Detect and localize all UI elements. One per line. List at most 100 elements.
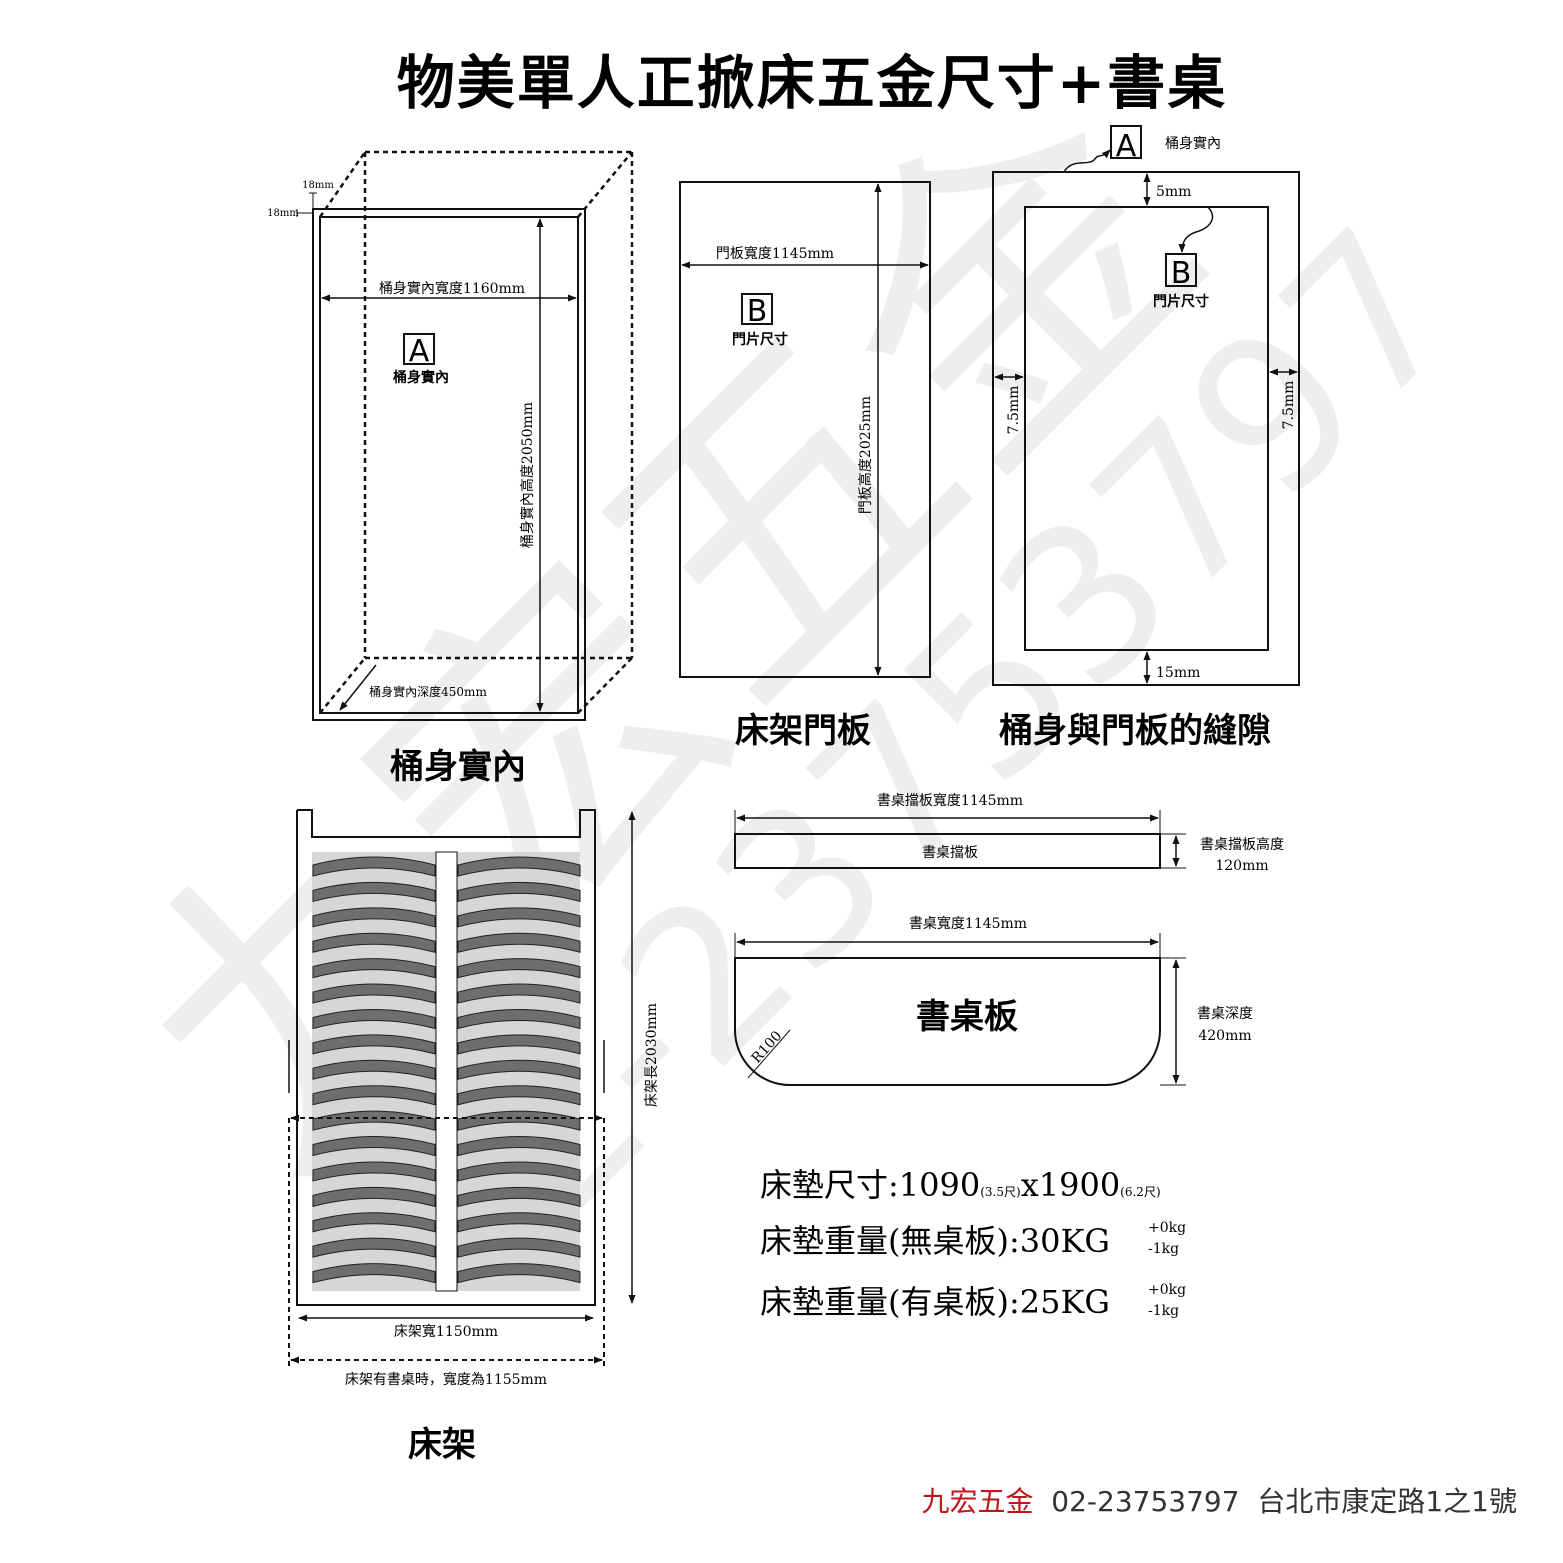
spec-size-b-note: (6.2尺)	[1120, 1185, 1160, 1199]
slat-right	[457, 881, 581, 903]
slat-left	[312, 958, 436, 979]
slat-left	[312, 1034, 436, 1055]
cabinet-dim-18-top: 18mm	[302, 180, 334, 191]
cabinet-inner	[319, 216, 579, 714]
cabinet-box-text: 桶身實內	[393, 369, 449, 386]
slat-left	[312, 1136, 436, 1157]
desk-board-drawing	[734, 933, 1186, 1086]
slat-left	[312, 1161, 436, 1182]
desk-panel-name: 書桌擋板	[922, 845, 978, 861]
slat-right	[457, 1085, 581, 1106]
door-height-label: 門板高度2025mm	[857, 396, 874, 514]
gap-outer	[992, 171, 1300, 686]
gap-a-letter: A	[1116, 129, 1137, 164]
slat-left	[312, 1059, 436, 1080]
slat-right	[457, 1212, 581, 1233]
slat-left	[312, 983, 436, 1004]
gap-a-text: 桶身實內	[1165, 135, 1221, 152]
footer-address: 台北市康定路1之1號	[1257, 1485, 1517, 1518]
slat-right	[457, 907, 581, 928]
slat-right	[457, 1059, 581, 1080]
slat-right	[457, 1008, 581, 1030]
gap-b-letter: B	[1171, 256, 1192, 291]
slat-left	[312, 856, 436, 877]
spec-weight2: 床墊重量(有桌板):25KG	[760, 1283, 1110, 1321]
cabinet-caption: 桶身實內	[390, 747, 526, 787]
cabinet-depth-lines	[318, 150, 634, 714]
desk-panel-width-label: 書桌擋板寬度1145mm	[877, 792, 1023, 809]
slat-left	[312, 881, 436, 903]
slat-right	[457, 983, 581, 1004]
desk-panel-height-value: 120mm	[1215, 858, 1268, 874]
frame-center-rail	[435, 851, 458, 1292]
slat-right	[457, 958, 581, 979]
spec-weight1: 床墊重量(無桌板):30KG	[760, 1222, 1110, 1260]
spec-size-a: 1090	[899, 1166, 980, 1204]
slat-left	[312, 1263, 436, 1284]
gap-drawing	[992, 125, 1300, 686]
slat-right	[457, 1186, 581, 1207]
spec-weight1-value: 30KG	[1020, 1222, 1110, 1260]
cabinet-width-label: 桶身實內寬度1160mm	[379, 280, 525, 297]
cabinet-box-letter: A	[409, 334, 430, 369]
gap-top-label: 5mm	[1156, 184, 1191, 200]
cabinet-depth-label: 桶身實內深度450mm	[369, 684, 487, 699]
frame-caption: 床架	[408, 1425, 476, 1465]
slat-left	[312, 1212, 436, 1233]
gap-caption: 桶身與門板的縫隙	[999, 711, 1271, 751]
door-width-label: 門板寬度1145mm	[716, 245, 834, 262]
slat-right	[457, 1237, 581, 1258]
door-caption: 床架門板	[735, 711, 871, 751]
watermark: 九宏五金 02-23753797	[64, 30, 1504, 1355]
spec-weight1-tol-minus: -1kg	[1148, 1241, 1179, 1257]
desk-board-name: 書桌板	[916, 997, 1018, 1037]
slat-right	[457, 1161, 581, 1182]
footer-brand: 九宏五金	[921, 1485, 1034, 1518]
gap-bottom-label: 15mm	[1156, 665, 1200, 681]
desk-board-width-label: 書桌寬度1145mm	[909, 915, 1027, 932]
spec-weight2-value: 25KG	[1020, 1283, 1110, 1321]
slat-right	[457, 856, 581, 877]
gap-inner	[1024, 206, 1269, 651]
slat-right	[457, 1263, 581, 1284]
gap-b-text: 門片尺寸	[1153, 293, 1209, 310]
footer-contact: 九宏五金 02-23753797 台北市康定路1之1號	[921, 1480, 1517, 1520]
spec-size-x: x1900	[1021, 1166, 1120, 1204]
spec-size-prefix: 床墊尺寸:	[760, 1166, 899, 1204]
door-drawing	[679, 181, 931, 678]
page-title: 物美單人正掀床五金尺寸+書桌	[397, 49, 1228, 117]
cabinet-height-label: 桶身實內高度2050mm	[519, 402, 536, 548]
spec-weight2-tol-minus: -1kg	[1148, 1303, 1179, 1319]
slat-right	[457, 932, 581, 953]
gap-right-label: 7.5mm	[1281, 381, 1297, 430]
desk-panel-drawing	[734, 810, 1186, 869]
desk-board-depth-value: 420mm	[1198, 1028, 1251, 1044]
cabinet-dim-18-left: 18mm	[267, 208, 299, 219]
frame-desk-width-label: 床架有書桌時，寬度為1155mm	[345, 1371, 547, 1388]
frame-outline	[296, 809, 596, 1306]
spec-size-a-note: (3.5尺)	[980, 1185, 1020, 1199]
frame-length-label: 床架長2030mm	[644, 1003, 660, 1107]
gap-left-label: 7.5mm	[1006, 386, 1022, 435]
slat-left	[312, 1237, 436, 1258]
desk-panel-height-label: 書桌擋板高度	[1200, 836, 1284, 853]
slat-right	[457, 1136, 581, 1157]
desk-board-depth-label: 書桌深度	[1197, 1006, 1253, 1022]
desk-board	[734, 957, 1161, 1086]
spec-weight2-tol-plus: +0kg	[1148, 1282, 1186, 1298]
cabinet-drawing	[296, 150, 634, 721]
desk-panel	[734, 833, 1161, 869]
spec-size: 床墊尺寸:1090(3.5尺)x1900(6.2尺)	[760, 1166, 1161, 1204]
cabinet-outer	[312, 208, 586, 721]
slat-left	[312, 1008, 436, 1030]
slat-left	[312, 907, 436, 928]
spec-weight2-prefix: 床墊重量(有桌板):	[760, 1283, 1020, 1321]
slat-left	[312, 932, 436, 953]
footer-phone: 02-23753797	[1051, 1485, 1240, 1518]
mattress-specs: 床墊尺寸:1090(3.5尺)x1900(6.2尺) 床墊重量(無桌板):30K…	[760, 1166, 1186, 1321]
spec-weight1-tol-plus: +0kg	[1148, 1220, 1186, 1236]
frame-width-label: 床架寬1150mm	[394, 1323, 498, 1340]
door-panel	[679, 181, 931, 678]
slat-right	[457, 1034, 581, 1055]
